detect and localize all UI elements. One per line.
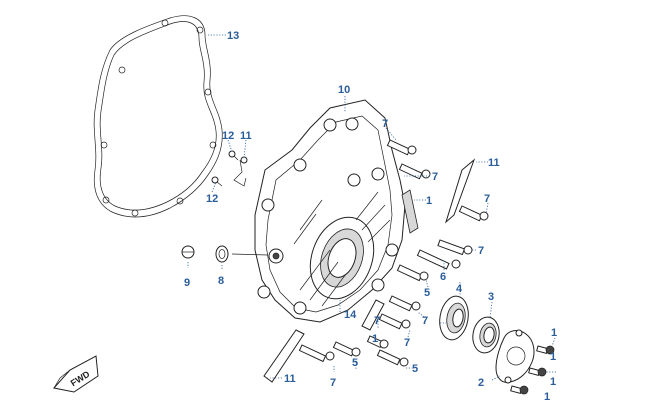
fwd-arrow-icon: FWD [53, 355, 99, 393]
bolt-7-lower-3 [388, 295, 421, 312]
bolt-12-upper [228, 150, 239, 161]
callout-9: 9 [184, 277, 190, 289]
bolt-7-lower-1 [298, 344, 335, 363]
bolt-5-lower-1 [332, 341, 361, 357]
clamp-11-lower [263, 329, 305, 383]
clamp-11-right [445, 158, 476, 224]
leader-lines [187, 34, 556, 381]
oil-plug-9 [181, 245, 195, 259]
bolt-1-upper [536, 345, 555, 355]
callout-7-h: 7 [330, 377, 336, 389]
callout-10: 10 [338, 84, 350, 96]
callout-5-lower-a: 5 [352, 357, 358, 369]
callout-11-right: 11 [488, 157, 500, 169]
callout-5-upper: 5 [424, 287, 430, 299]
bolt-5-lower-2 [376, 349, 409, 367]
callout-1-right-lower: 1 [550, 376, 556, 388]
callout-labels: 13 10 12 11 12 7 7 11 1 7 7 6 5 4 3 9 8 … [184, 30, 557, 403]
bolt-7-top-2 [398, 163, 431, 180]
callout-11-lower: 11 [284, 373, 296, 385]
engine-cover-10 [254, 99, 406, 323]
gasket-13 [93, 15, 223, 218]
callout-12-lower: 12 [206, 193, 218, 205]
callout-5-lower-b: 5 [412, 363, 418, 375]
clamp-1-upper [401, 189, 419, 234]
callout-7-b: 7 [432, 171, 438, 183]
callout-2: 2 [478, 377, 484, 389]
bolt-7-lower-4 [366, 335, 389, 349]
clamp-14 [361, 299, 385, 331]
bolt-12-lower [211, 176, 223, 187]
cover-plate-2 [495, 329, 535, 384]
callout-7-d: 7 [478, 245, 484, 257]
bolt-7-mid-2 [437, 239, 473, 256]
callout-1-upper: 1 [426, 195, 432, 207]
o-ring-8 [215, 245, 229, 263]
callout-7-f: 7 [422, 315, 428, 327]
bolt-7-lower-2 [378, 313, 411, 330]
clamp-11-upper [233, 156, 248, 187]
callout-13: 13 [227, 30, 239, 42]
callout-7-g: 7 [404, 337, 410, 349]
callout-1-bottom: 1 [544, 391, 550, 403]
callout-7-c: 7 [484, 193, 490, 205]
bolt-5-upper [396, 264, 429, 282]
callout-1-right-mid: 1 [550, 351, 556, 363]
callout-6: 6 [440, 271, 446, 283]
bolt-7-mid-1 [458, 205, 489, 222]
callout-4: 4 [456, 283, 463, 295]
callout-1-right-upper: 1 [551, 327, 557, 339]
bearing-4 [439, 295, 469, 341]
bolt-1-lower [528, 367, 547, 377]
oil-seal-3 [472, 316, 500, 354]
callout-12-upper: 12 [222, 130, 234, 142]
callout-14: 14 [344, 309, 357, 321]
callout-7-a: 7 [382, 118, 388, 130]
callout-7-e: 7 [374, 315, 380, 327]
callout-8: 8 [218, 275, 224, 287]
bolt-1-bottom [510, 385, 529, 395]
bolt-6 [416, 249, 461, 270]
callout-11-upper: 11 [240, 130, 252, 142]
callout-1-mid: 1 [372, 333, 378, 345]
callout-3: 3 [488, 291, 494, 303]
bolt-7-top-1 [386, 139, 417, 156]
